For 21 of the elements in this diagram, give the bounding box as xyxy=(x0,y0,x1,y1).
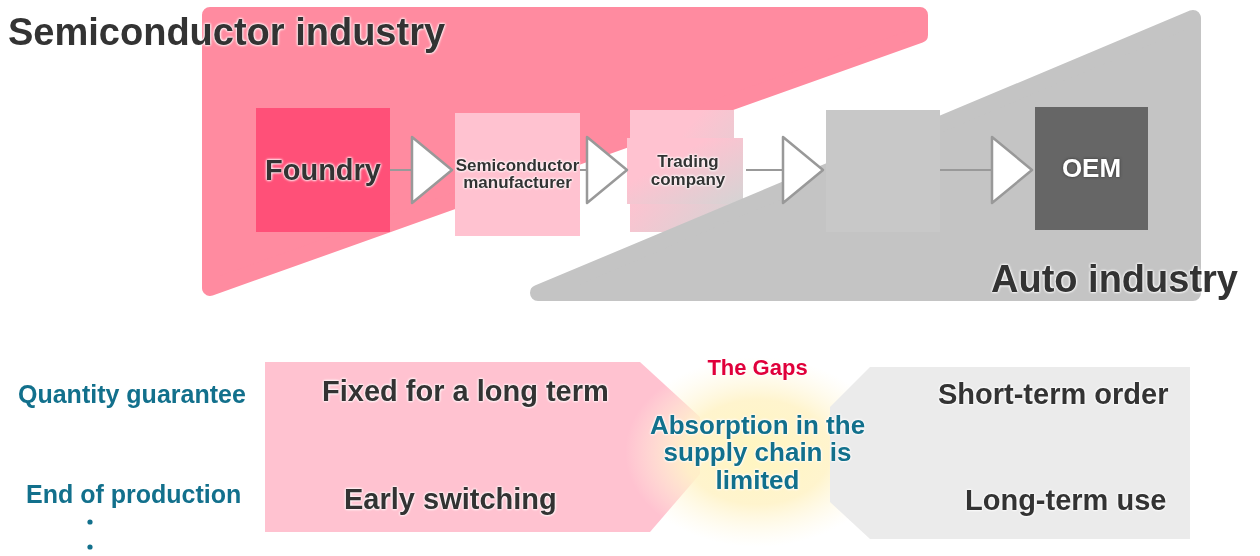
empty-box xyxy=(826,110,940,232)
node-text: Early switching xyxy=(344,484,557,515)
chevron-arrow xyxy=(579,135,629,205)
node-text: Foundry xyxy=(264,154,382,186)
node-text: Fixed for a long term xyxy=(322,376,609,407)
process-box xyxy=(1035,107,1148,230)
node-text: Absorption in the supply chain is limited xyxy=(648,412,867,494)
row-label: End of production xyxy=(26,480,242,509)
node-text: Long-term use xyxy=(965,485,1167,516)
industry-heading: Auto industry xyxy=(991,260,1238,300)
row-label: Quantity guarantee xyxy=(18,380,246,409)
node-text: Trading company xyxy=(649,153,727,189)
node-text: Semiconductor manufacturer xyxy=(454,156,581,193)
process-box xyxy=(455,113,580,236)
chevron-arrow xyxy=(745,135,825,205)
node-text: Short-term order xyxy=(938,379,1169,410)
process-box xyxy=(256,108,390,232)
chevron-arrow xyxy=(939,135,1034,205)
gap-heading: The Gaps xyxy=(706,356,809,380)
chevron-arrow xyxy=(389,135,454,205)
node-text: OEM xyxy=(1060,154,1123,183)
